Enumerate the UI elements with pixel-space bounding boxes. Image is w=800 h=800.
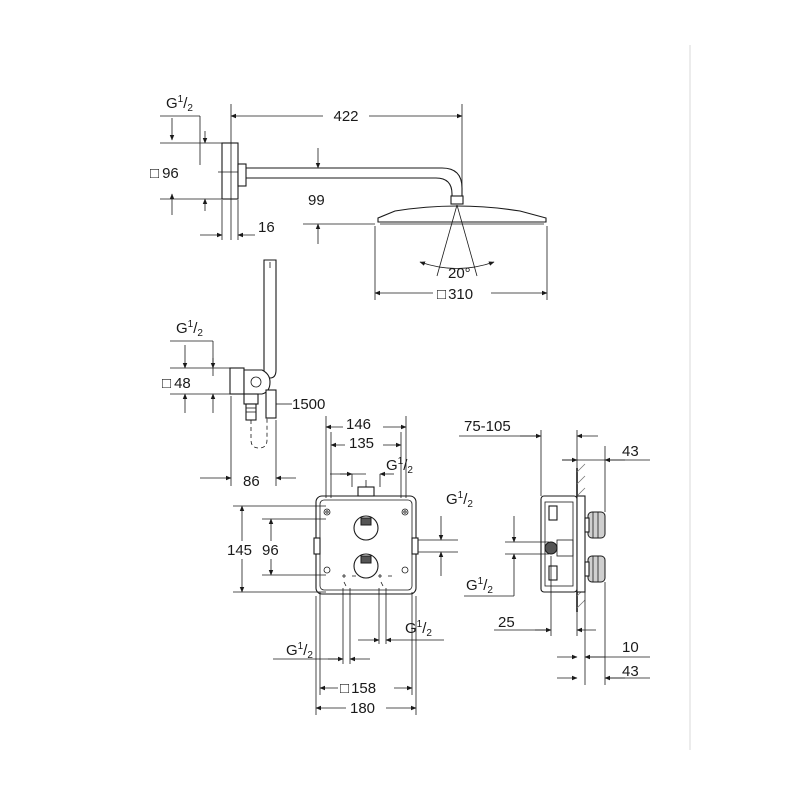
flange-depth-label: 16 [258, 219, 275, 236]
flange-square-label: □96 [150, 165, 179, 182]
elbow-square-label: □48 [162, 375, 191, 392]
drop-label: 99 [308, 192, 325, 209]
thermostat-side-dimensions: 75-105 43 G1/2 25 10 43 [459, 418, 650, 685]
wall-plate [315, 495, 417, 595]
hand-shower-handle [263, 259, 277, 379]
bottom-left-thread-label: G1/2 [286, 641, 313, 661]
width-inner-label: 135 [349, 435, 374, 452]
height-outer-label: 145 [227, 542, 252, 559]
height-inner-label: 96 [262, 542, 279, 559]
shower-head-view [218, 142, 547, 277]
thermostat-side-view [540, 463, 606, 612]
hand-shower-view [229, 259, 277, 449]
hose-length-label: 1500 [292, 396, 325, 413]
width-outer-label: 146 [346, 416, 371, 433]
temperature-knob [587, 555, 606, 583]
side-thread-label: G1/2 [466, 576, 493, 596]
wall-elbow [229, 367, 245, 395]
shower-head [377, 205, 547, 223]
spray-angle-label: 20° [448, 265, 471, 282]
projection-label: 86 [243, 473, 260, 490]
plate-thickness-label: 10 [622, 639, 639, 656]
hand-shower-dimensions: G1/2 □48 1500 86 [162, 319, 325, 490]
temperature-valve [353, 553, 379, 579]
hose [250, 418, 268, 449]
shower-head-dimensions: 422 G1/2 □96 16 99 20° [150, 94, 548, 303]
shower-thread-label: G1/2 [166, 94, 193, 114]
bottom-right-thread-label: G1/2 [405, 619, 432, 639]
right-thread-label: G1/2 [446, 490, 473, 510]
shower-arm [246, 167, 463, 200]
thermostat-front-dimensions: 146 135 G1/2 G1/2 145 96 [225, 414, 473, 717]
plate-square-label: □158 [340, 680, 376, 697]
hand-thread-label: G1/2 [176, 319, 203, 339]
top-projection-label: 43 [622, 443, 639, 460]
wall-flange [221, 142, 239, 200]
offset-label: 25 [498, 614, 515, 631]
head-size-label: □310 [437, 286, 473, 303]
bottom-projection-label: 43 [622, 663, 639, 680]
install-depth-label: 75-105 [464, 418, 511, 435]
plate-width-label: 180 [350, 700, 375, 717]
flow-knob [587, 511, 606, 539]
arm-length-label: 422 [333, 108, 358, 125]
thermostat-front-view [313, 486, 419, 595]
top-thread-label: G1/2 [386, 456, 413, 476]
flow-valve [353, 515, 379, 541]
